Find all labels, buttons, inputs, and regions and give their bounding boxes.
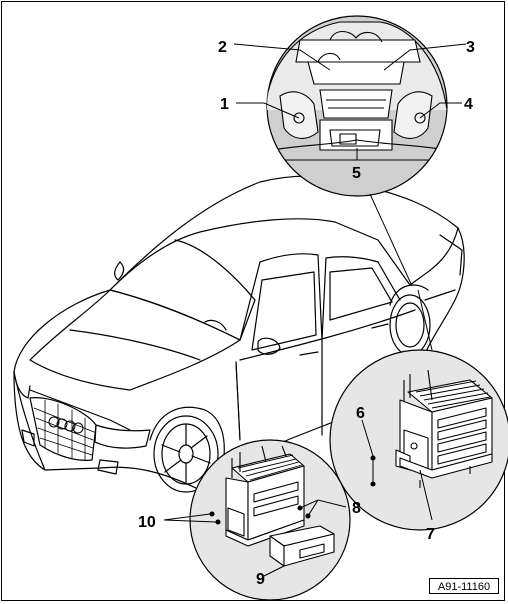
callout-9: 9 [256,571,265,588]
top-detail-view [266,15,448,197]
callout-3: 3 [466,39,475,56]
reference-code: A91-11160 [429,578,499,594]
right-detail-view [329,349,508,531]
callout-8: 8 [352,500,361,517]
callout-6: 6 [356,405,365,422]
car-illustration [13,175,465,493]
leader-lines [163,43,467,578]
callout-10: 10 [138,514,156,531]
callout-1: 1 [220,96,229,113]
callout-2: 2 [218,39,227,56]
callout-4: 4 [464,96,473,113]
callout-labels: 2 3 1 4 5 6 7 8 9 10 [138,39,475,588]
bottom-detail-view [189,439,351,601]
callout-7: 7 [426,526,435,543]
callout-5: 5 [352,165,361,182]
